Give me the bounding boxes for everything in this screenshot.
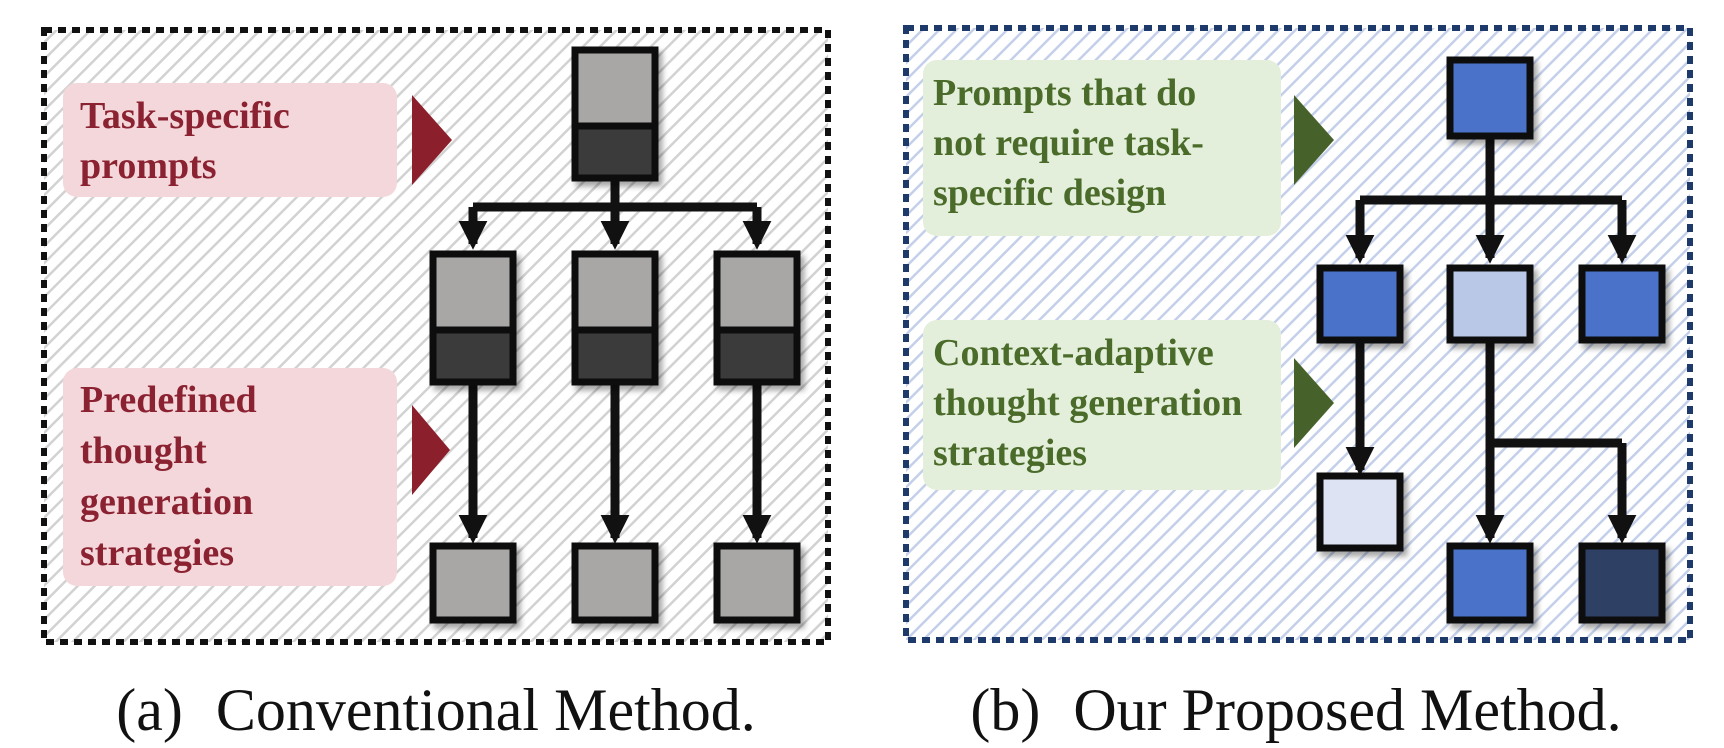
label-predefined-line: Predefined [80, 379, 257, 421]
child-node-selected [1446, 264, 1534, 344]
caption-b-prefix: (b) [970, 677, 1040, 743]
label-task-specific-line: prompts [80, 145, 217, 187]
leaf-node [1578, 542, 1666, 624]
root-node [571, 46, 659, 182]
label-task-specific-line: Task-specific [80, 95, 290, 137]
child-node [429, 250, 517, 386]
root-node [1446, 56, 1534, 140]
caption-b: (b) Our Proposed Method. [970, 677, 1621, 743]
label-prompts: Prompts that do not require task- specif… [933, 72, 1213, 214]
label-predefined-line: strategies [80, 532, 234, 574]
label-prompts-line: specific design [933, 172, 1166, 214]
child-node [713, 250, 801, 386]
panel-proposed: Prompts that do not require task- specif… [903, 25, 1693, 743]
label-context-line: thought generation [933, 382, 1242, 424]
leaf-node [713, 542, 801, 624]
caption-a-title: Conventional Method. [216, 677, 756, 743]
pointer-arrow-icon [412, 95, 452, 185]
label-prompts-line: not require task- [933, 122, 1204, 164]
caption-a: (a) Conventional Method. [116, 677, 756, 743]
pointer-arrow-icon [1294, 358, 1334, 448]
label-prompts-line: Prompts that do [933, 72, 1196, 114]
label-context-bg [923, 320, 1281, 490]
leaf-node [1446, 542, 1534, 624]
tree-nodes-b [1316, 56, 1666, 624]
leaf-node-terminated [1316, 472, 1404, 552]
label-prompts-bg [923, 60, 1281, 236]
label-predefined-line: generation [80, 481, 253, 523]
panel-conventional: Task-specific prompts Predefined thought… [41, 27, 831, 743]
label-context-line: strategies [933, 432, 1087, 474]
label-predefined-line: thought [80, 430, 207, 472]
leaf-node [429, 542, 517, 624]
pointer-arrow-icon [412, 405, 450, 495]
tree-edges-b [1345, 136, 1637, 544]
label-context: Context-adaptive thought generation stra… [933, 332, 1252, 474]
label-predefined-bg [63, 368, 397, 586]
label-predefined: Predefined thought generation strategies [80, 379, 266, 574]
tree-edges-a [458, 178, 772, 544]
child-node [1578, 264, 1666, 344]
tree-nodes-a [429, 46, 801, 624]
caption-a-prefix: (a) [116, 677, 183, 743]
pointer-arrow-icon [1294, 95, 1334, 185]
child-node [571, 250, 659, 386]
leaf-node [571, 542, 659, 624]
child-node [1316, 264, 1404, 344]
label-context-line: Context-adaptive [933, 332, 1214, 374]
caption-b-title: Our Proposed Method. [1073, 677, 1621, 743]
label-task-specific: Task-specific prompts [80, 95, 299, 187]
label-task-specific-bg [63, 83, 397, 197]
